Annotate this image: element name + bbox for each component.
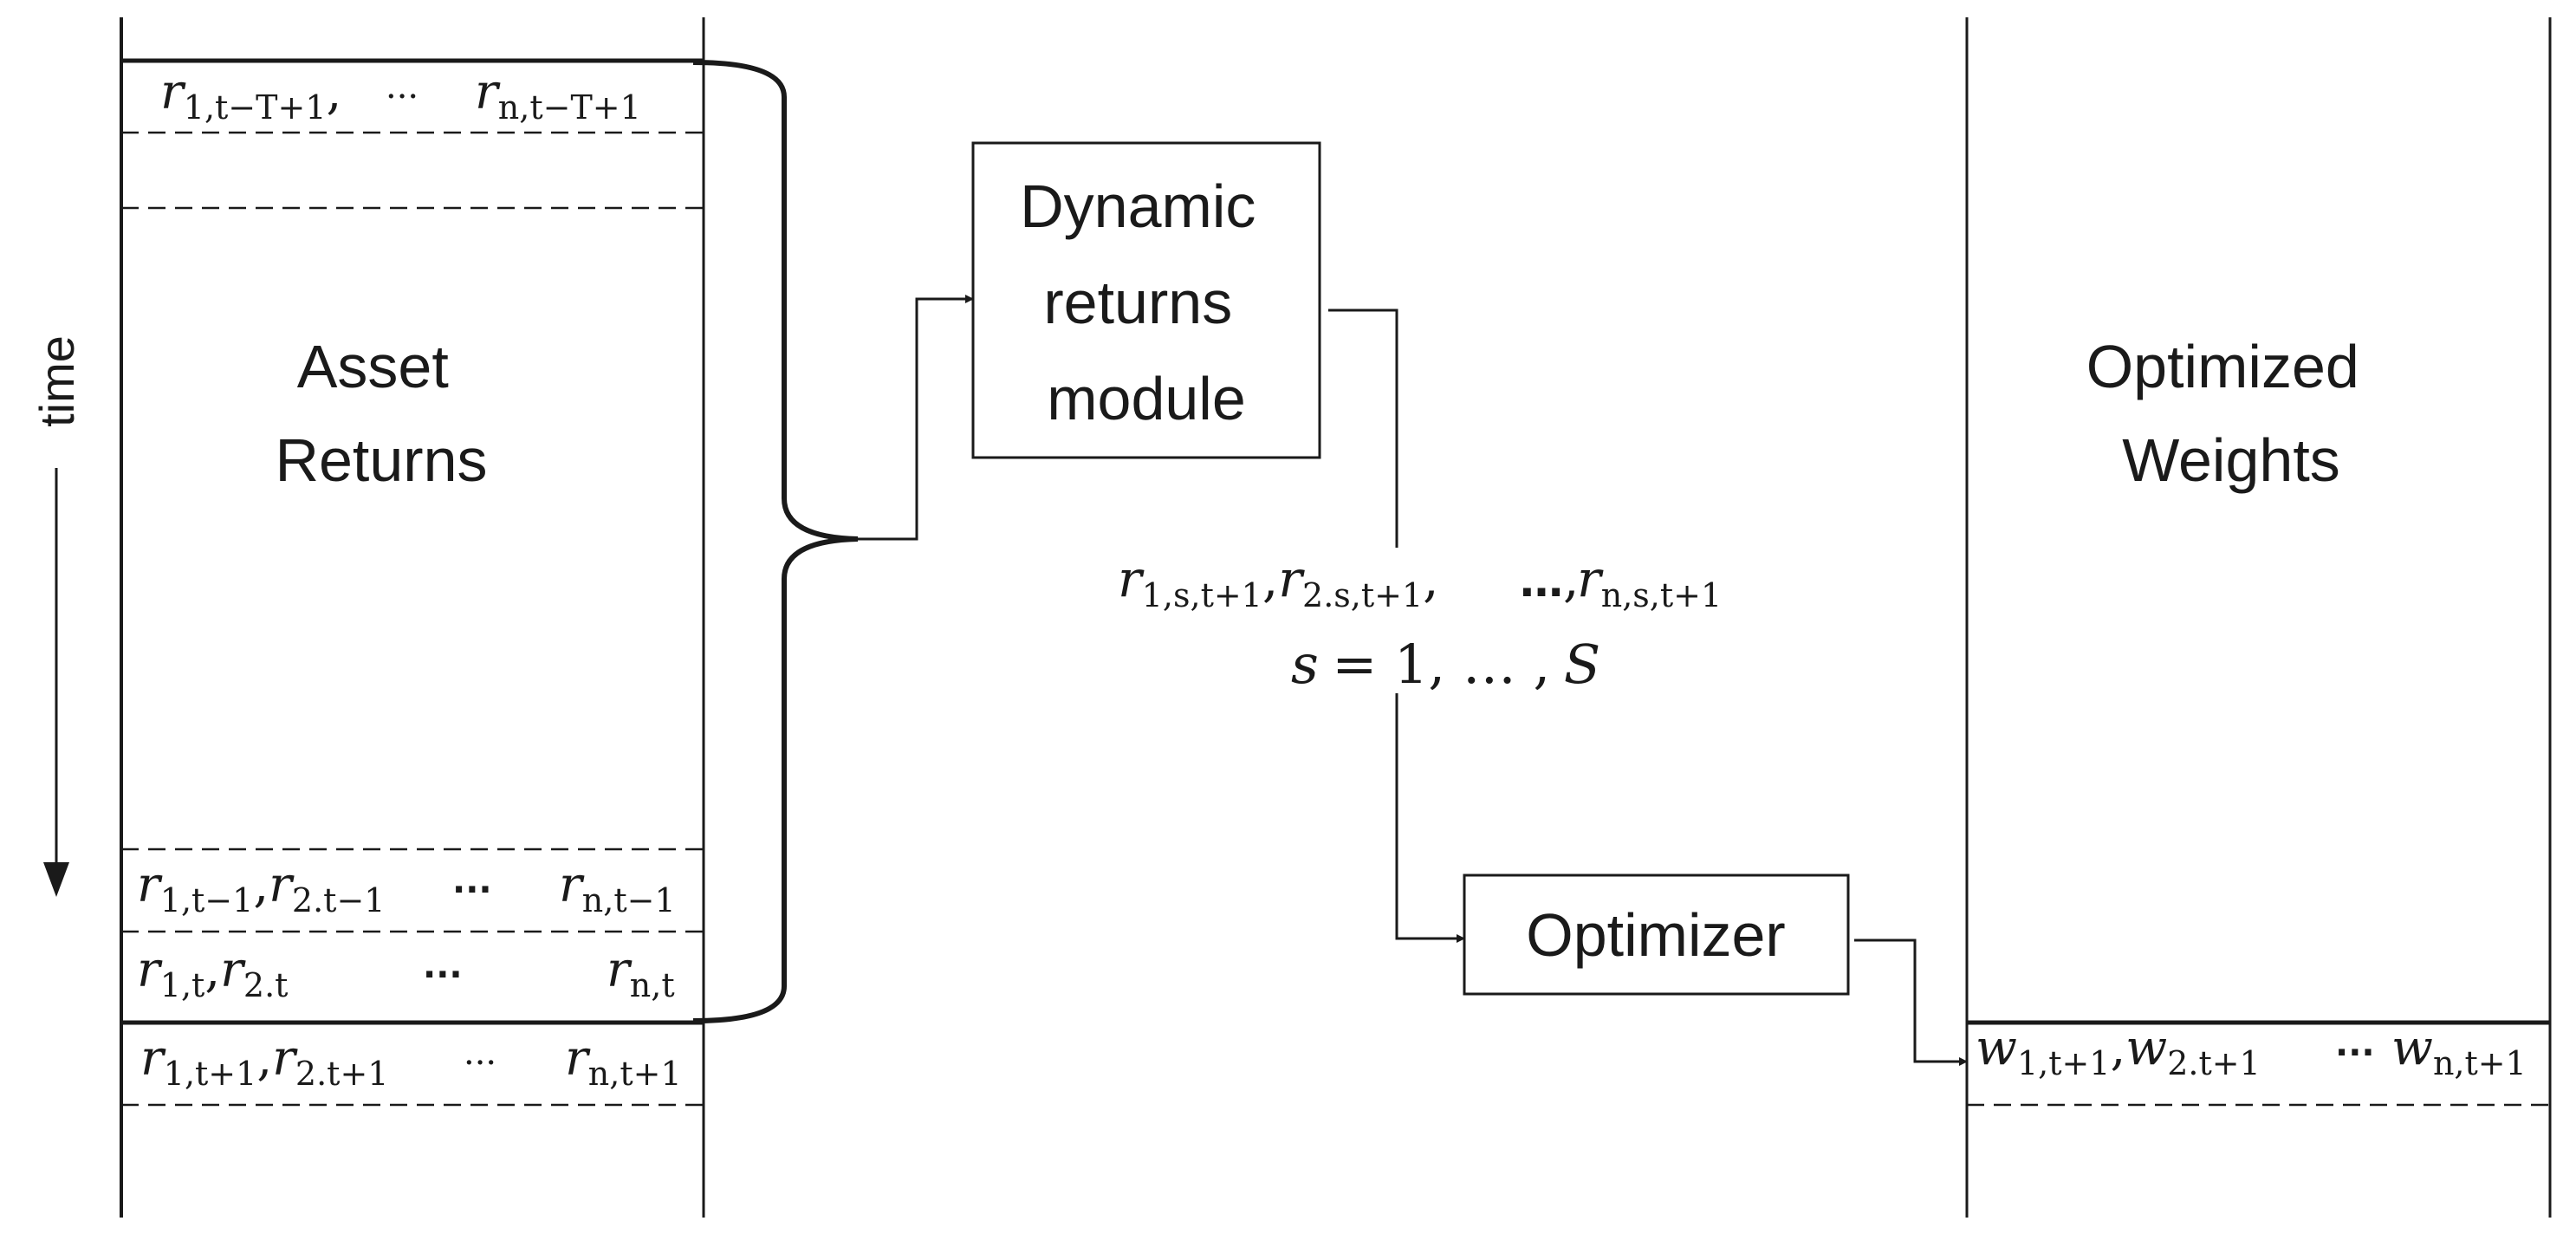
- scenario-index-range: s = 1, … , S: [1291, 633, 1600, 696]
- asset-panel-title: Asset Returns: [275, 333, 487, 494]
- connector-optimizer-to-weights: [1854, 938, 1968, 1066]
- optimized-weights-panel: Optimized Weights w1,t+1,w2.t+1 ··· wn,t…: [1965, 17, 2552, 1218]
- return-row-t-minus-1: r1,t−1,r2.t−1 ··· rn,t−1: [137, 857, 676, 919]
- optimizer-frame: [1463, 874, 1850, 996]
- dynamic-returns-module-box: Dynamic returns module: [971, 141, 1321, 459]
- return-row-t: r1,t,r2.t ··· rn,t: [137, 942, 675, 1004]
- return-row-t-plus-1: r1,t+1,r2.t+1 ··· rn,t+1: [140, 1030, 682, 1093]
- return-row-t-minus-T-plus-1: r1,t−T+1, ··· rn,t−T+1: [160, 64, 641, 127]
- connector-brace-to-module: [858, 295, 974, 541]
- simulated-returns-label: r1,s,t+1,r2.s,t+1, …, rn,s,t+1 s = 1, … …: [1118, 549, 1722, 696]
- window-brace: [692, 60, 859, 1023]
- connector-module-to-scenarios: [1328, 309, 1398, 548]
- time-axis-label: time: [29, 335, 84, 427]
- time-axis-arrowhead: [43, 862, 69, 897]
- simulated-returns-formula: r1,s,t+1,r2.s,t+1, …, rn,s,t+1: [1118, 549, 1722, 614]
- dynamic-returns-module-label: Dynamic returns module: [1020, 172, 1273, 432]
- weights-panel-title: Optimized Weights: [2086, 333, 2377, 494]
- dynamic-returns-module-frame: [971, 141, 1321, 459]
- asset-returns-panel: Asset Returns r1,t−T+1, ··· rn,t−T+1 r1,…: [120, 17, 705, 1218]
- time-axis: time: [29, 335, 84, 897]
- optimizer-label: Optimizer: [1526, 901, 1785, 969]
- weights-row-t-plus-1: w1,t+1,w2.t+1 ··· wn,t+1: [1976, 1020, 2527, 1082]
- connector-scenarios-to-optimizer: [1395, 693, 1465, 943]
- optimizer-box: Optimizer: [1463, 874, 1850, 996]
